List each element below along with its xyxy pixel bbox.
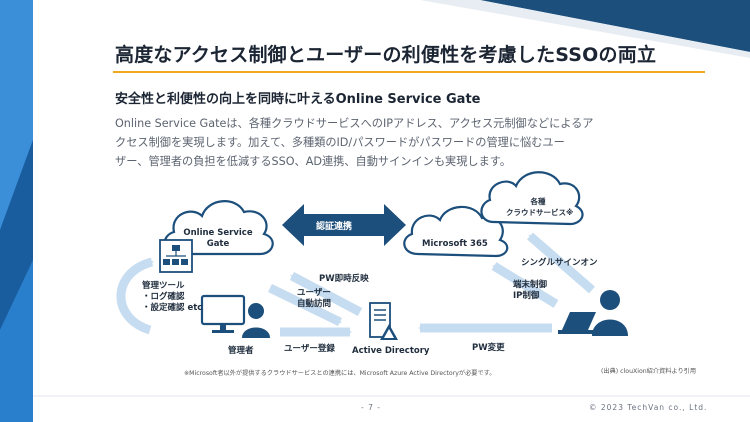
- user-auto-visit-line: ユーザー: [297, 288, 331, 298]
- top-right-decoration: [420, 0, 750, 58]
- device-control-label: 端末制御 IP制御: [513, 280, 547, 302]
- end-user-laptop-icon: [558, 290, 628, 336]
- body-paragraph: Online Service Gateは、各種クラウドサービスへのIPアドレス、…: [115, 114, 675, 171]
- user-auto-visit-line: 自動訪問: [297, 299, 332, 309]
- active-directory-label: Active Directory: [352, 346, 430, 356]
- title-underline: [113, 71, 705, 73]
- body-line: Online Service Gateは、各種クラウドサービスへのIPアドレス、…: [115, 117, 594, 130]
- pw-reflect-label: PW即時反映: [319, 274, 369, 284]
- osg-cloud-label: Online Service Gate: [183, 228, 253, 250]
- ms365-label: Microsoft 365: [422, 239, 488, 249]
- auth-link-label: 認証連携: [316, 222, 353, 232]
- cloud-services-line: クラウドサービス※: [506, 208, 574, 217]
- sso-arrow: [527, 232, 595, 294]
- left-decorative-bar: [0, 0, 33, 422]
- body-line: クセス制御を実現します。加えて、多種類のID/パスワードがパスワードの管理に悩む…: [115, 136, 565, 149]
- source-note: (出典) clouXion紹介資料より引用: [601, 368, 697, 375]
- org-chart-icon: [159, 239, 193, 273]
- cloud-services-label: 各種 クラウドサービス※: [506, 196, 574, 218]
- sso-label: シングルサインオン: [521, 258, 598, 268]
- device-control-line: 端末制御: [513, 280, 548, 290]
- user-register-label: ユーザー登録: [284, 344, 335, 354]
- admin-label: 管理者: [228, 346, 254, 356]
- mgmt-tool-line: ・設定確認 etc: [142, 303, 203, 313]
- cloud-services-icon: [480, 171, 584, 226]
- device-control-line: IP制御: [513, 291, 540, 301]
- user-auto-arrow: [268, 283, 342, 327]
- ms365-cloud-icon: [403, 205, 509, 258]
- mgmt-tool-line: ・ログ確認: [142, 292, 185, 302]
- user-auto-visit-label: ユーザー 自動訪問: [297, 288, 331, 310]
- body-line: ザー、管理者の負担を低減するSSO、AD連携、自動サインインも実現します。: [115, 155, 512, 168]
- admin-person-icon: [200, 294, 270, 338]
- mgmt-tool-label: 管理ツール ・ログ確認 ・設定確認 etc: [142, 281, 202, 314]
- pw-reflect-arrow: [289, 272, 363, 316]
- microsoft-note: ※Microsoft者以外が提供するクラウドサービスとの連携には、Microso…: [184, 370, 496, 377]
- mgmt-curve-arrow: [116, 257, 154, 335]
- page-number: - 7 -: [361, 403, 381, 412]
- copyright: © 2023 TechVan co., Ltd.: [589, 403, 708, 412]
- mgmt-tool-line: 管理ツール: [142, 281, 185, 291]
- osg-label-line: Online Service: [183, 228, 253, 238]
- active-directory-icon: [369, 302, 398, 340]
- slide-subtitle: 安全性と利便性の向上を同時に叶えるOnline Service Gate: [115, 92, 481, 107]
- pw-change-label: PW変更: [472, 343, 505, 353]
- device-control-arrow: [491, 262, 559, 308]
- cloud-services-line: 各種: [530, 197, 546, 206]
- osg-label-line: Gate: [206, 239, 230, 249]
- auth-link-arrow: [282, 204, 406, 246]
- slide-title: 高度なアクセス制御とユーザーの利便性を考慮したSSOの両立: [115, 44, 657, 66]
